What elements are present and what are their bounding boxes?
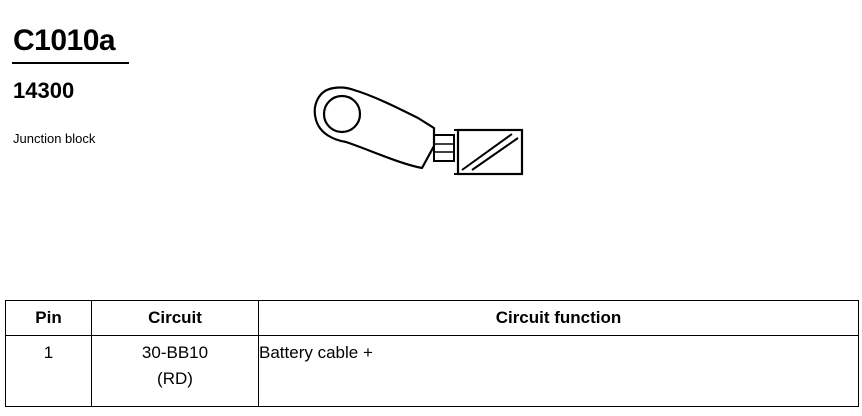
wire-color: (RD)	[157, 369, 193, 388]
circuit-cell: 30-BB10 (RD)	[91, 335, 259, 407]
pin-number: 1	[5, 335, 92, 407]
header-circuit-function: Circuit function	[258, 300, 859, 336]
title-underline	[12, 62, 129, 64]
table-header-row: Pin Circuit Circuit function	[5, 300, 859, 336]
header-circuit: Circuit	[91, 300, 259, 336]
part-number: 14300	[13, 78, 75, 103]
pin-table: Pin Circuit Circuit function 1 30-BB10 (…	[5, 300, 859, 407]
circuit-id: 30-BB10	[141, 343, 209, 362]
connector-code: C1010a	[13, 24, 116, 57]
connector-description: Junction block	[13, 131, 96, 146]
circuit-function: Battery cable +	[258, 335, 859, 407]
ring-terminal-connector-icon	[313, 86, 524, 176]
table-row: 1 30-BB10 (RD) Battery cable +	[5, 335, 859, 407]
header-pin: Pin	[5, 300, 92, 336]
